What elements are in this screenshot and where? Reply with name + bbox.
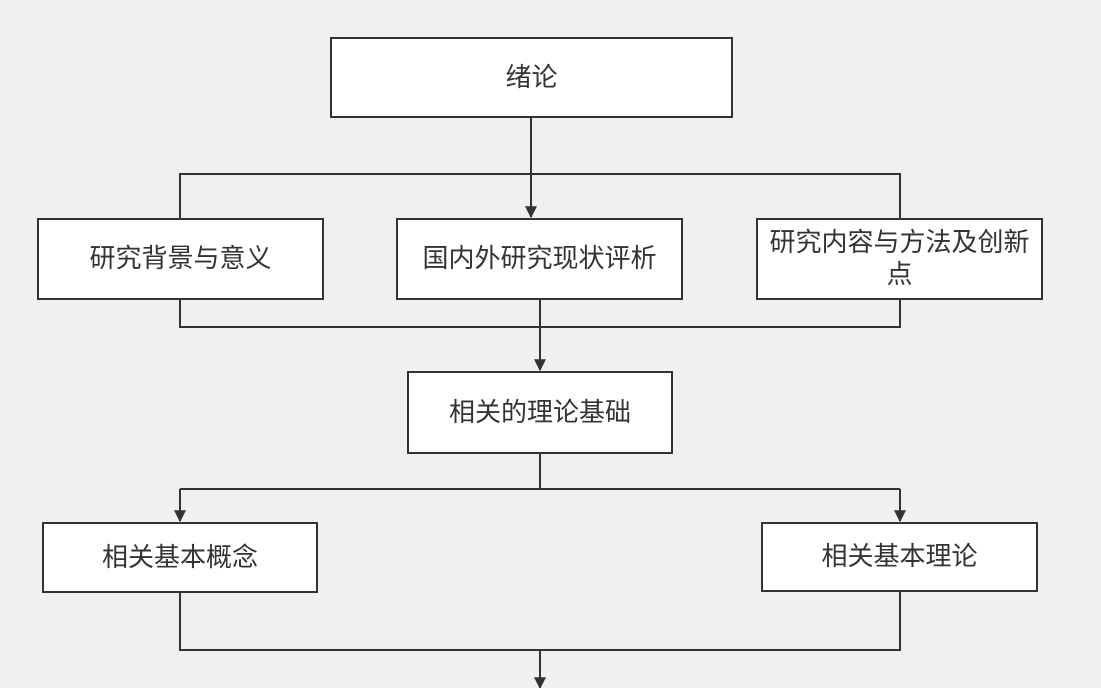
node-basic-concepts: 相关基本概念 [42,522,318,593]
node-theoretical-basis: 相关的理论基础 [407,371,673,454]
node-research-background-label: 研究背景与意义 [89,244,272,274]
node-basic-concepts-label: 相关基本概念 [101,542,258,573]
node-research-content: 研究内容与方法及创新点 [756,218,1043,300]
node-basic-theories: 相关基本理论 [761,522,1038,592]
node-literature-review-label: 国内外研究现状评析 [422,244,657,274]
node-basic-theories-label: 相关基本理论 [821,542,978,572]
node-root-intro: 绪论 [330,37,733,118]
node-literature-review: 国内外研究现状评析 [396,218,683,300]
node-root-label: 绪论 [505,62,558,93]
node-research-content-label: 研究内容与方法及创新点 [769,228,1030,290]
node-research-background: 研究背景与意义 [37,218,324,300]
theory-bottom-bracket [179,592,901,651]
node-theoretical-basis-label: 相关的理论基础 [448,397,631,428]
intro-top-bracket [179,173,901,218]
